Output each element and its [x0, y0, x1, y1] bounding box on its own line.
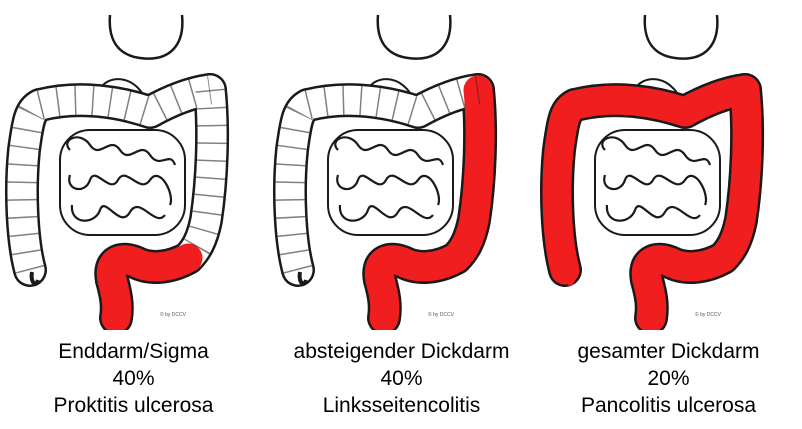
- caption-name: Pancolitis ulcerosa: [535, 392, 802, 419]
- panel-left-sided-colitis: © by DCCV absteigender Dickdarm 40% Link…: [268, 0, 535, 429]
- stomach-outline: [645, 15, 718, 59]
- caption: absteigender Dickdarm 40% Linksseitencol…: [268, 338, 535, 419]
- panel-proctitis: © by DCCV Enddarm/Sigma 40% Proktitis ul…: [0, 0, 267, 429]
- colon-rectum-inflamed: [380, 280, 385, 318]
- caption-percent: 40%: [0, 365, 267, 392]
- caption-region: Enddarm/Sigma: [0, 338, 267, 365]
- caption-region: gesamter Dickdarm: [535, 338, 802, 365]
- caption-name: Linksseitencolitis: [268, 392, 535, 419]
- colon-transverse-healthy: [308, 90, 478, 112]
- caption-region: absteigender Dickdarm: [268, 338, 535, 365]
- colon-diagram: [268, 0, 535, 330]
- stomach-outline: [110, 15, 183, 59]
- watermark: © by DCCV: [160, 312, 186, 318]
- colon-descending-inflamed: [456, 90, 480, 258]
- watermark: © by DCCV: [695, 312, 721, 318]
- colon-descending-healthy: [188, 90, 212, 258]
- caption-name: Proktitis ulcerosa: [0, 392, 267, 419]
- watermark: © by DCCV: [428, 312, 454, 318]
- caption: gesamter Dickdarm 20% Pancolitis ulceros…: [535, 338, 802, 419]
- stomach-outline: [378, 15, 451, 59]
- colon-diagram: [535, 0, 802, 330]
- colon-transverse-inflamed: [575, 90, 745, 112]
- colon-rectum-inflamed: [112, 280, 117, 318]
- caption-percent: 20%: [535, 365, 802, 392]
- colon-descending-inflamed: [723, 90, 747, 258]
- colon-rectum-inflamed: [647, 280, 652, 318]
- colon-transverse-healthy: [40, 90, 210, 112]
- caption-percent: 40%: [268, 365, 535, 392]
- panel-pancolitis: © by DCCV gesamter Dickdarm 20% Pancolit…: [535, 0, 802, 429]
- colon-diagram: [0, 0, 267, 330]
- caption: Enddarm/Sigma 40% Proktitis ulcerosa: [0, 338, 267, 419]
